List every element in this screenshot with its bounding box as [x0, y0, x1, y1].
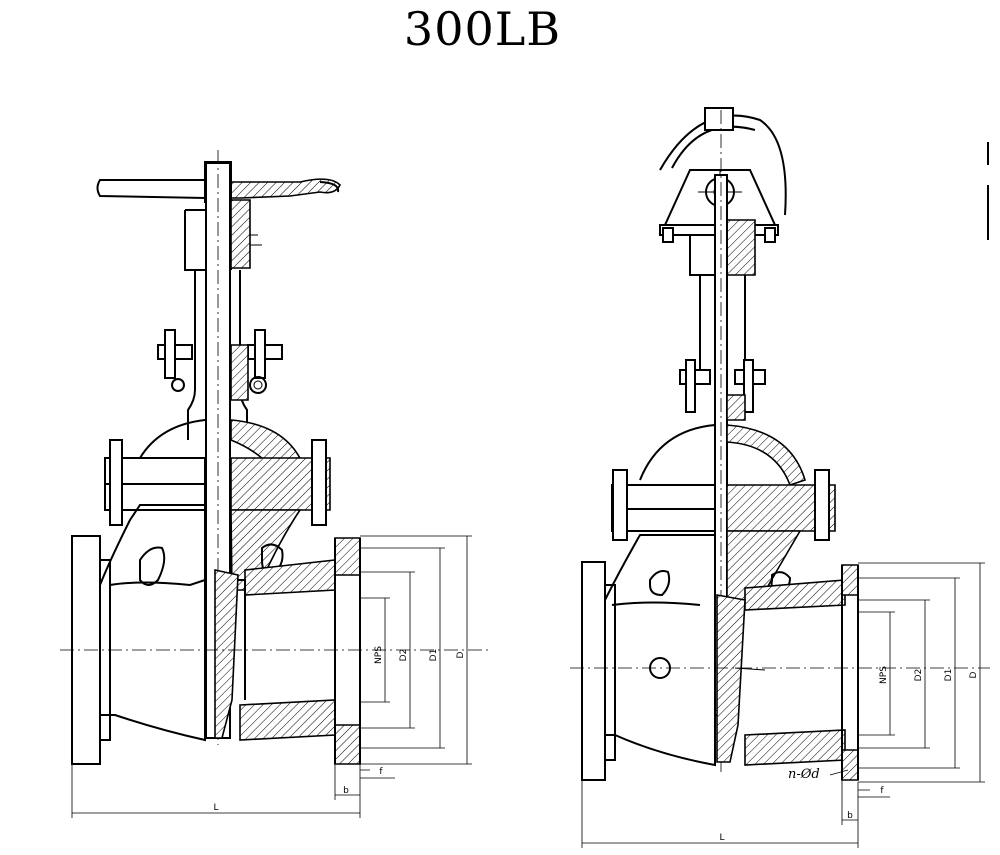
left-valve — [60, 150, 490, 765]
drawing-title: 300LB — [403, 2, 562, 56]
left-dimensions: NPS D2 D1 D L b f — [71, 535, 472, 818]
right-dim-nps: NPS — [879, 666, 889, 684]
right-dim-d1: D1 — [944, 669, 954, 682]
right-dim-f: f — [880, 786, 884, 796]
left-dim-d: D — [456, 651, 466, 658]
right-dim-d: D — [969, 671, 979, 678]
right-valve — [570, 107, 990, 781]
left-dim-b: b — [343, 786, 349, 796]
right-dim-b: b — [847, 811, 853, 821]
right-dim-holes: n-Ød — [788, 767, 820, 782]
left-dim-d1: D1 — [429, 649, 439, 662]
left-dim-l: L — [213, 803, 218, 813]
right-dim-l: L — [719, 833, 724, 843]
right-dim-d2: D2 — [914, 669, 924, 682]
left-dim-nps: NPS — [374, 646, 384, 664]
right-dimensions: NPS D2 D1 D L b f n-Ød — [581, 562, 985, 848]
left-dim-d2: D2 — [399, 649, 409, 662]
left-dim-f: f — [379, 767, 383, 777]
